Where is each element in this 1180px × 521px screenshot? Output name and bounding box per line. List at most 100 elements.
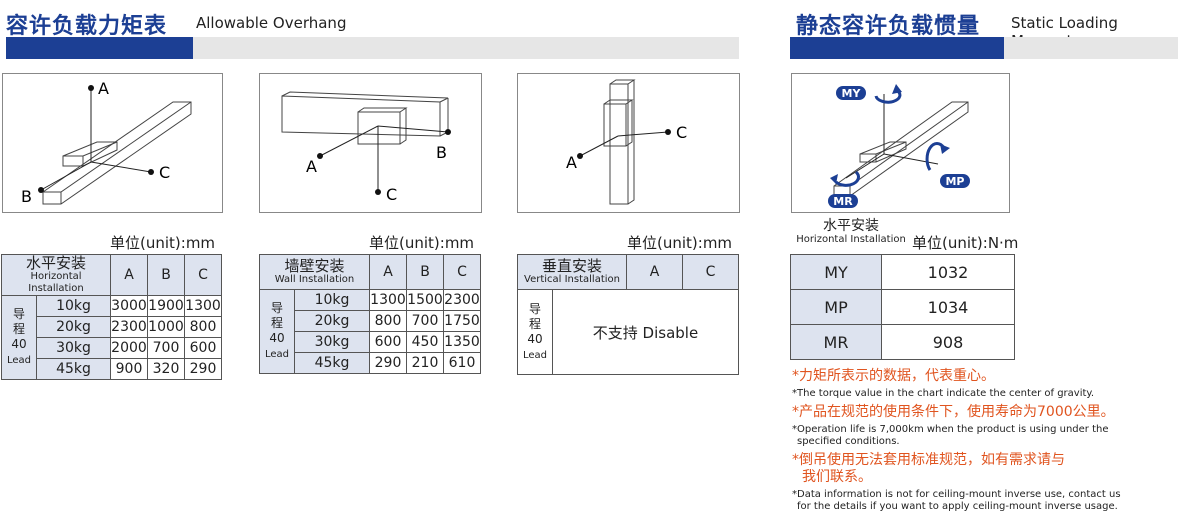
value-cell: 1000 [147, 316, 185, 338]
value-cell: 900 [110, 358, 148, 380]
col-c: C [184, 254, 222, 296]
value-cell: 610 [443, 352, 481, 374]
moment-diagram: MY MP MR [791, 73, 1010, 213]
moment-key: MY [790, 254, 882, 290]
mp-label: MP [945, 175, 964, 188]
horizontal-install-table: 水平安装 Horizontal Installation A B C 导程 40… [1, 254, 222, 380]
label-a: A [306, 157, 317, 176]
note-zh: *力矩所表示的数据，代表重心。 [792, 368, 995, 384]
col-b: B [147, 254, 185, 296]
unit-label-vertical: 单位(unit):mm [627, 234, 733, 252]
value-cell: 700 [147, 337, 185, 359]
table-row: MR 908 [790, 324, 1015, 360]
disable-cell: 不支持 Disable [552, 289, 739, 375]
value-cell: 700 [406, 310, 444, 332]
note-en: specified conditions. [797, 436, 900, 447]
value-cell: 1300 [369, 289, 407, 311]
value-cell: 1350 [443, 331, 481, 353]
label-c: C [386, 185, 397, 204]
vertical-table-header: 垂直安装 Vertical Installation [517, 254, 627, 290]
wall-install-table: 墙壁安装 Wall Installation A B C 导程 40 Lead … [259, 254, 481, 374]
horizontal-install-diagram: A C B [2, 73, 223, 213]
section-bar-accent [6, 37, 193, 59]
vertical-install-table: 垂直安装 Vertical Installation A C 导程 40 Lea… [517, 254, 739, 375]
table-row: 30kg 2000 700 600 [2, 337, 222, 359]
label-c: C [676, 123, 687, 142]
load-cell: 10kg [36, 295, 111, 317]
value-cell: 600 [369, 331, 407, 353]
lead-label: 导程 40 Lead [1, 295, 37, 380]
vertical-diagram-svg: C A [566, 79, 687, 205]
unit-label-horizontal: 单位(unit):mm [110, 234, 216, 252]
moment-table: MY 1032 MP 1034 MR 908 [790, 254, 1015, 360]
moment-diagram-svg: MY MP MR [828, 84, 970, 208]
value-cell: 600 [184, 337, 222, 359]
my-label: MY [842, 87, 862, 100]
col-c: C [443, 254, 481, 290]
table-row: MY 1032 [790, 254, 1015, 290]
note-en: *Data information is not for ceiling-mou… [792, 489, 1121, 500]
horizontal-diagram-svg: A C B [21, 79, 192, 206]
value-cell: 2000 [110, 337, 148, 359]
table-row: 30kg 600 450 1350 [260, 331, 481, 353]
table-row: 20kg 2300 1000 800 [2, 316, 222, 338]
table-row: 45kg 900 320 290 [2, 358, 222, 380]
vertical-install-diagram: C A [517, 73, 740, 213]
load-cell: 10kg [294, 289, 370, 311]
moment-key: MP [790, 289, 882, 325]
moment-value: 1032 [881, 254, 1015, 290]
moment-key: MR [790, 324, 882, 360]
note-en: *Operation life is 7,000km when the prod… [792, 424, 1109, 435]
unit-label-moment: 单位(unit):N·m [912, 234, 1019, 252]
lead-label: 导程 40 Lead [517, 289, 553, 375]
value-cell: 450 [406, 331, 444, 353]
value-cell: 1750 [443, 310, 481, 332]
col-a: A [369, 254, 407, 290]
table-row: 45kg 290 210 610 [260, 352, 481, 374]
mp-badge [940, 174, 970, 188]
col-b: B [406, 254, 444, 290]
value-cell: 1500 [406, 289, 444, 311]
wall-install-diagram: B C A [259, 73, 482, 213]
load-cell: 20kg [36, 316, 111, 338]
load-cell: 20kg [294, 310, 370, 332]
moment-value: 908 [881, 324, 1015, 360]
label-b: B [436, 143, 447, 162]
page-title-static-moment: 静态容许负载惯量 [796, 14, 981, 39]
table-row: MP 1034 [790, 289, 1015, 325]
col-c: C [682, 254, 739, 290]
table-row: 导程 40 Lead 10kg 1300 1500 2300 [259, 289, 481, 374]
note-en: for the details if you want to apply cei… [797, 501, 1118, 512]
value-cell: 290 [184, 358, 222, 380]
note-en: *The torque value in the chart indicate … [792, 388, 1095, 399]
note-zh: 我们联系。 [802, 469, 872, 485]
load-cell: 30kg [294, 331, 370, 353]
label-a: A [566, 153, 577, 172]
value-cell: 210 [406, 352, 444, 374]
value-cell: 290 [369, 352, 407, 374]
value-cell: 800 [184, 316, 222, 338]
mr-badge [828, 194, 858, 208]
label-a: A [98, 79, 109, 98]
load-cell: 45kg [294, 352, 370, 374]
notes-block: *力矩所表示的数据，代表重心。 *The torque value in the… [792, 368, 1178, 513]
wall-diagram-svg: B C A [281, 91, 451, 204]
col-a: A [110, 254, 148, 296]
note-zh: *产品在规范的使用条件下，使用寿命为7000公里。 [792, 404, 1115, 420]
note-zh: *倒吊使用无法套用标准规范，如有需求请与 [792, 452, 1065, 468]
lead-label: 导程 40 Lead [259, 289, 295, 374]
wall-table-header: 墙壁安装 Wall Installation [259, 254, 370, 290]
table-row: 导程 40 Lead 不支持 Disable [517, 289, 739, 375]
label-c: C [159, 163, 170, 182]
moment-caption: 水平安装 Horizontal Installation [796, 218, 906, 245]
section-bar-right-accent [790, 37, 1004, 59]
unit-label-wall: 单位(unit):mm [369, 234, 475, 252]
col-a: A [626, 254, 683, 290]
moment-value: 1034 [881, 289, 1015, 325]
load-cell: 45kg [36, 358, 111, 380]
horizontal-table-header: 水平安装 Horizontal Installation [1, 254, 111, 296]
page-subtitle-allowable-overhang: Allowable Overhang [196, 14, 347, 32]
value-cell: 800 [369, 310, 407, 332]
value-cell: 1900 [147, 295, 185, 317]
mr-label: MR [833, 195, 853, 208]
